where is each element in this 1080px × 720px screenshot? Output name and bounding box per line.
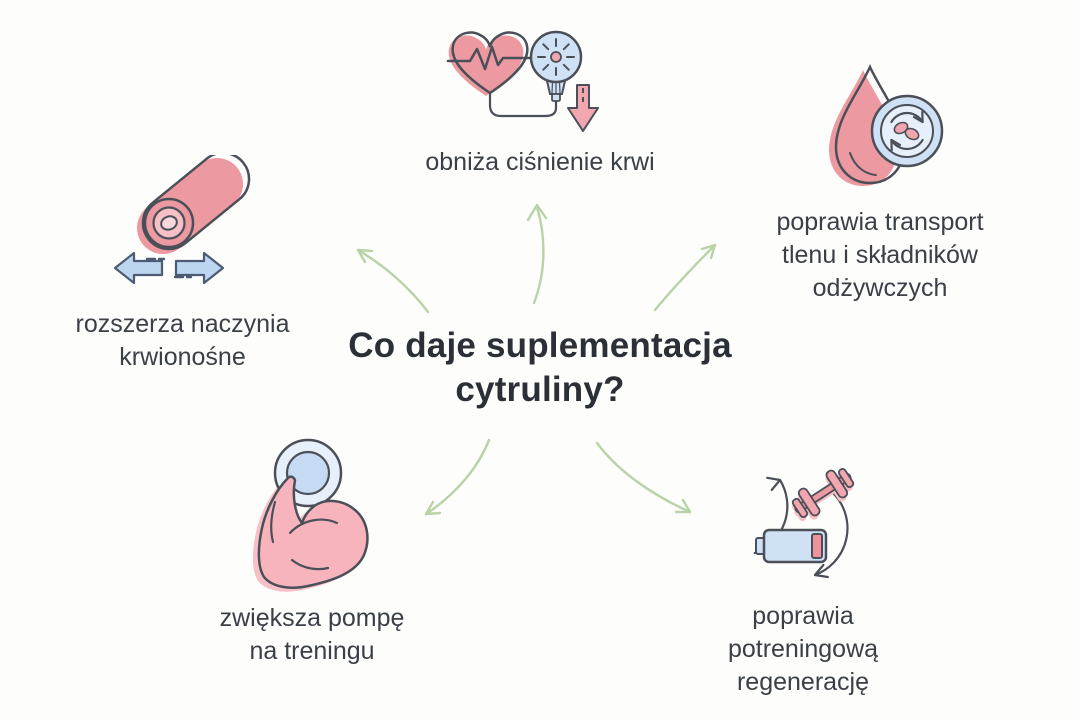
- benefit-label-oxygen-transport: poprawia transport tlenu i składników od…: [776, 208, 984, 302]
- arrow-to-top: [526, 203, 548, 305]
- bicep-muscle-icon: [252, 438, 369, 592]
- benefit-label-vasodilation: rozszerza naczynia krwionośne: [75, 310, 290, 371]
- dumbbell-icon: [791, 467, 855, 522]
- page-title: Co daje suplementacja cytruliny?: [348, 326, 732, 410]
- benefit-label-muscle-pump: zwiększa pompę na treningu: [219, 604, 405, 665]
- blood-drop-circulation-icon: [829, 64, 944, 186]
- arrow-to-bottom-right: [595, 441, 692, 514]
- arrow-to-bottom-left: [424, 438, 491, 516]
- arrow-to-left: [356, 248, 430, 314]
- arrow-to-top-right: [653, 243, 717, 312]
- heart-blood-pressure-icon: [446, 30, 599, 132]
- recovery-battery-icon: [753, 467, 855, 579]
- blood-vessel-icon: [113, 155, 251, 285]
- benefit-label-regeneration: poprawia potreningową regenerację: [727, 602, 879, 696]
- benefit-label-blood-pressure: obniża ciśnienie krwi: [425, 148, 655, 176]
